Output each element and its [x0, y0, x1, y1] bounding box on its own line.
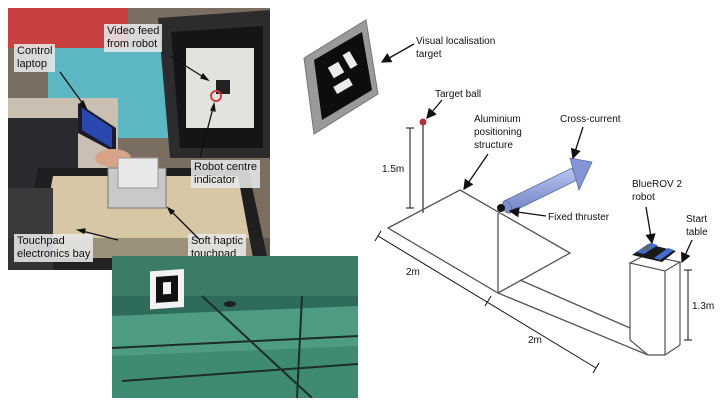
setup-photo: Control laptop Video feed from robot Rob… — [8, 8, 270, 270]
visual-localisation-target — [303, 19, 379, 135]
aluminium-label-line1: Aluminium — [474, 114, 521, 125]
bluerov-label-line1: BlueROV 2 — [632, 179, 682, 190]
video-feed-label: Video feed from robot — [104, 24, 163, 52]
bluerov-robot — [632, 243, 676, 262]
aluminium-label-line2: positioning — [474, 127, 522, 138]
positioning-rail-bottom — [497, 292, 649, 356]
visual-target-label-line1: Visual localisation — [416, 36, 495, 47]
cross-current-label: Cross-current — [560, 114, 621, 125]
dim-2m-a-label: 2m — [406, 267, 420, 278]
underwater-photo — [112, 256, 358, 398]
experiment-schematic: Visual localisation target Target ball 1… — [303, 19, 714, 374]
dim-1-5m-label: 1.5m — [382, 164, 404, 175]
target-ball — [419, 118, 427, 126]
fixed-thruster — [497, 204, 505, 212]
setup-photo-callouts — [59, 55, 216, 241]
aluminium-label-line3: structure — [474, 140, 513, 151]
target-ball-label: Target ball — [435, 89, 481, 100]
robot-centre-label: Robot centre indicator — [191, 160, 260, 188]
positioning-platform — [386, 189, 572, 294]
start-table-label-line2: table — [686, 227, 708, 238]
touchpad-bay-label: Touchpad electronics bay — [14, 234, 94, 262]
control-laptop-label: Control laptop — [14, 44, 56, 72]
dim-2m-b-label: 2m — [528, 335, 542, 346]
bluerov-label-line2: robot — [632, 192, 655, 203]
underwater-illustration — [112, 256, 358, 398]
cross-current-arrow — [502, 157, 593, 214]
fixed-thruster-label: Fixed thruster — [548, 212, 610, 223]
start-table-label-line1: Start — [686, 214, 707, 225]
positioning-rail-top — [519, 279, 631, 329]
dim-1-3m-label: 1.3m — [692, 301, 714, 312]
visual-target-label-line2: target — [416, 49, 442, 60]
